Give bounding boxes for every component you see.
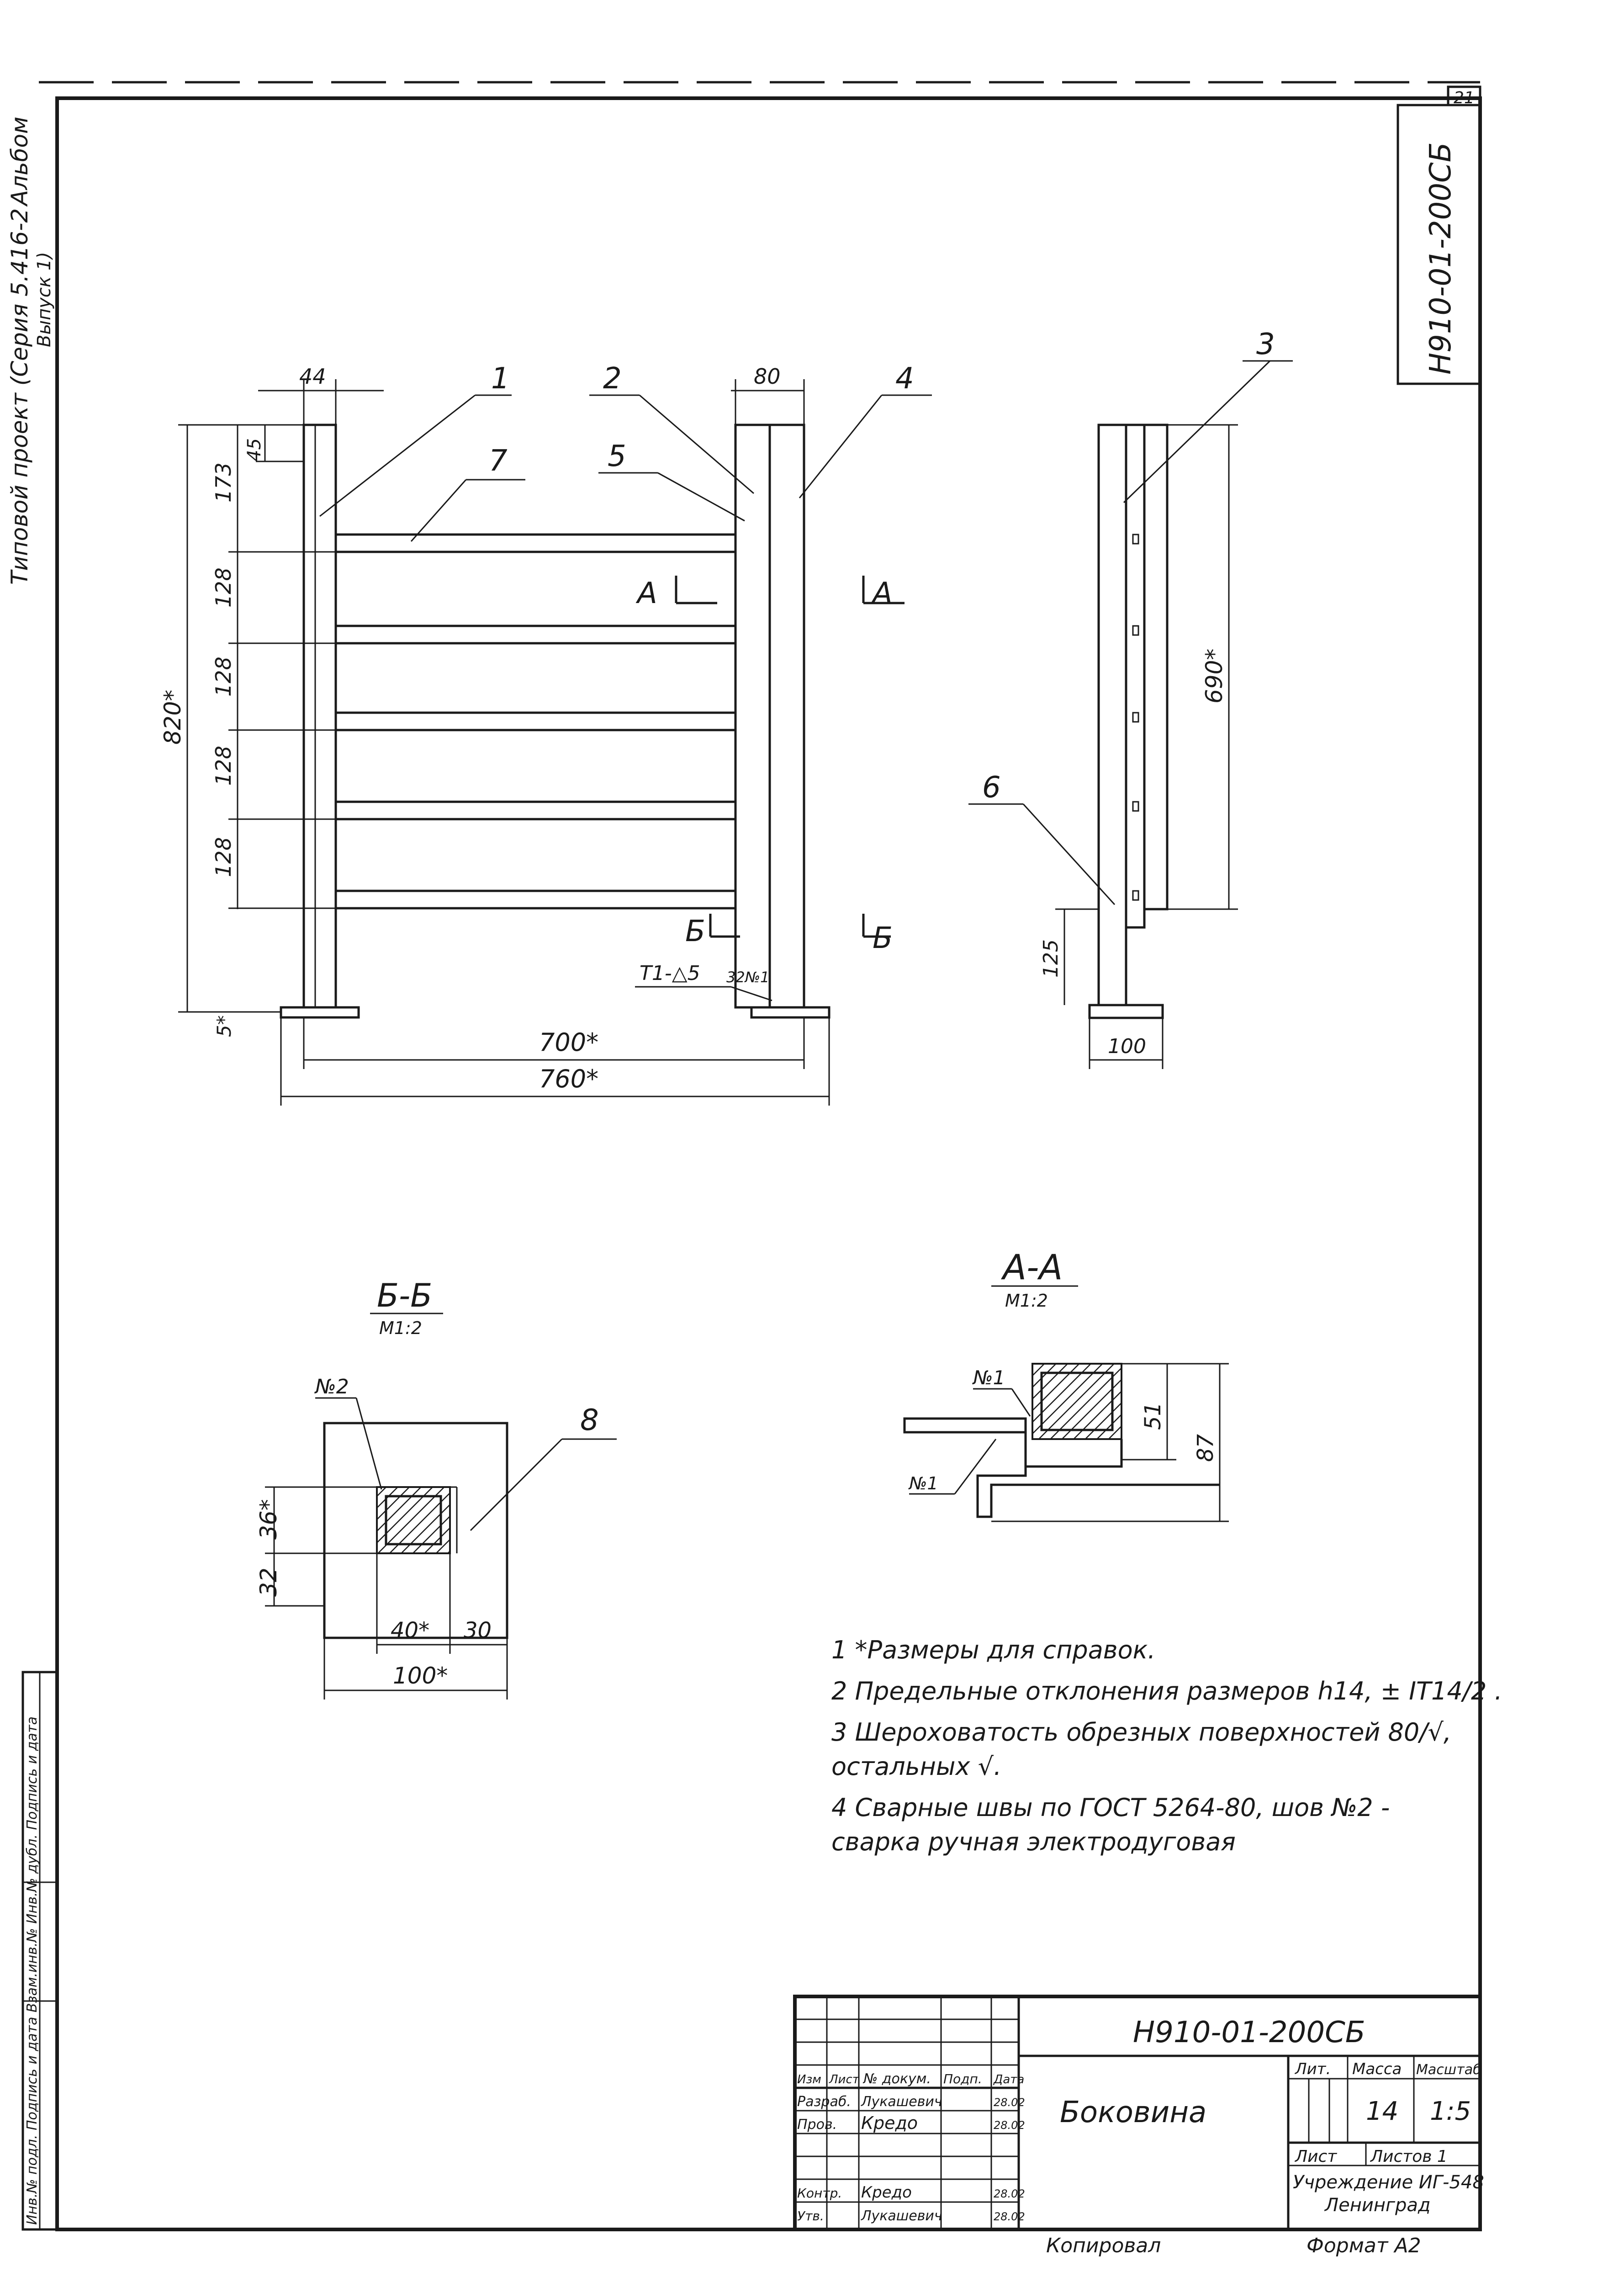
tb-row4-date: 28.02 bbox=[994, 2210, 1025, 2223]
callout-3: 3 bbox=[1256, 328, 1275, 361]
section-b-left: Б bbox=[685, 915, 705, 948]
dim-top-right-width: 80 bbox=[754, 364, 781, 389]
tb-copied: Копировал bbox=[1046, 2234, 1161, 2257]
tb-name: Боковина bbox=[1060, 2096, 1206, 2129]
section-b-right: Б bbox=[873, 921, 893, 955]
callout-5: 5 bbox=[608, 439, 626, 473]
tb-sheets-label: Листов 1 bbox=[1370, 2147, 1448, 2166]
section-bb-scale: М1:2 bbox=[379, 1318, 422, 1338]
section-bb-title: Б-Б bbox=[377, 1277, 432, 1314]
tb-sheet-label: Лист bbox=[1294, 2147, 1337, 2166]
notes: 1 *Размеры для справок. 2 Предельные отк… bbox=[831, 1636, 1502, 1856]
section-bb-h2: 32 bbox=[255, 1567, 282, 1597]
callout-8: 8 bbox=[580, 1403, 599, 1437]
tb-row2-name: Кредо bbox=[861, 2113, 918, 2133]
tb-designation: Н910-01-200СБ bbox=[1133, 2016, 1365, 2049]
dim-side-height: 690* bbox=[1201, 649, 1227, 704]
tb-row1-name: Лукашевич bbox=[861, 2094, 942, 2110]
note-4-cont: сварка ручная электродуговая bbox=[831, 1827, 1236, 1856]
tb-hdr-date: Дата bbox=[993, 2073, 1024, 2086]
tb-row2-date: 28.02 bbox=[994, 2119, 1025, 2132]
dim-pitch-1: 128 bbox=[211, 567, 236, 608]
note-1: 1 *Размеры для справок. bbox=[831, 1636, 1155, 1664]
tb-hdr-list: Лист bbox=[829, 2073, 860, 2086]
front-view: 173 128 128 128 128 45 820* 5* 44 80 700… bbox=[159, 362, 932, 1106]
callout-4: 4 bbox=[895, 362, 914, 396]
sheet-frame: 2 1 Н910-01-200СБ bbox=[39, 81, 1482, 2231]
section-bb-w1: 40* bbox=[391, 1618, 429, 1643]
tb-format: Формат А2 bbox=[1307, 2234, 1421, 2257]
dim-pitch-3: 128 bbox=[211, 746, 236, 786]
side-view: 690* 125 100 3 6 bbox=[968, 328, 1293, 1069]
tb-col-scale: Масштаб bbox=[1416, 2062, 1481, 2078]
weld-seam: 32№1 bbox=[726, 969, 769, 986]
section-bb-h1: 36* bbox=[255, 1499, 282, 1540]
tb-row3-name: Кредо bbox=[861, 2183, 912, 2202]
tb-hdr-sign: Подп. bbox=[943, 2071, 982, 2086]
section-a-right: А bbox=[871, 577, 893, 610]
section-bb: Б-Б М1:2 №2 8 36* 32 40* 30 100* bbox=[255, 1277, 617, 1700]
callout-2: 2 bbox=[603, 362, 622, 396]
tb-row3-role: Контр. bbox=[797, 2186, 842, 2201]
dim-foot-height: 125 bbox=[1039, 939, 1063, 978]
dim-pitch-2: 128 bbox=[211, 657, 236, 697]
tb-col-lit: Лит. bbox=[1294, 2060, 1331, 2078]
side-note-line2: Выпуск 1) bbox=[34, 252, 55, 347]
note-4: 4 Сварные швы по ГОСТ 5264-80, шов №2 - bbox=[831, 1793, 1390, 1822]
section-aa-h2: 87 bbox=[1193, 1434, 1218, 1462]
tb-row2-role: Пров. bbox=[797, 2117, 837, 2133]
callout-7: 7 bbox=[489, 444, 508, 478]
tb-org-line1: Учреждение ИГ-548 bbox=[1293, 2172, 1484, 2193]
dim-outer-width: 760* bbox=[539, 1064, 598, 1093]
side-note-line1: Типовой проект (Серия 5.416-2 bbox=[6, 208, 33, 585]
callout-6: 6 bbox=[982, 771, 1001, 805]
designation-vertical: Н910-01-200СБ bbox=[1424, 142, 1458, 375]
section-a-left: А bbox=[635, 577, 657, 610]
dim-top-left-width: 44 bbox=[299, 364, 326, 389]
callout-1: 1 bbox=[491, 362, 510, 396]
tb-hdr-izm: Изм bbox=[797, 2073, 821, 2086]
section-bb-weld: №2 bbox=[314, 1375, 349, 1398]
dim-pitch-4: 128 bbox=[211, 837, 236, 877]
left-strip: Инв.№ подл. Подпись и дата Взам.инв.№ Ин… bbox=[21, 1671, 58, 2231]
dim-foot-width: 100 bbox=[1108, 1035, 1146, 1058]
note-3-cont: остальных √. bbox=[831, 1752, 1001, 1781]
section-aa-title: А-А bbox=[1000, 1247, 1063, 1287]
note-2: 2 Предельные отклонения размеров h14, ± … bbox=[831, 1677, 1502, 1705]
tb-row3-date: 28.02 bbox=[994, 2187, 1025, 2200]
tb-row1-role: Разраб. bbox=[797, 2094, 851, 2110]
tb-row4-name: Лукашевич bbox=[861, 2208, 942, 2224]
dim-top-small: 45 bbox=[244, 438, 265, 461]
section-bb-w2: 30 bbox=[464, 1618, 492, 1643]
section-aa-h1: 51 bbox=[1140, 1402, 1166, 1430]
side-note-line3: Альбом bbox=[6, 116, 33, 207]
tb-hdr-doc: № докум. bbox=[862, 2071, 931, 2087]
tb-row4-role: Утв. bbox=[797, 2208, 824, 2224]
tb-row1-date: 28.02 bbox=[994, 2096, 1025, 2109]
section-bb-w-total: 100* bbox=[393, 1663, 448, 1689]
section-aa: А-А М1:2 №1 №1 51 87 bbox=[903, 1247, 1229, 1522]
tb-mass: 14 bbox=[1366, 2097, 1398, 2126]
title-block: Изм Лист № докум. Подп. Дата Разраб. Лук… bbox=[793, 1995, 1484, 2257]
section-aa-weld-top: №1 bbox=[972, 1366, 1005, 1389]
tb-org-line2: Ленинград bbox=[1324, 2195, 1431, 2216]
side-note: Типовой проект (Серия 5.416-2 Выпуск 1) … bbox=[6, 116, 55, 585]
section-aa-weld-bottom: №1 bbox=[908, 1473, 938, 1493]
note-3: 3 Шероховатость обрезных поверхностей 80… bbox=[831, 1718, 1451, 1747]
left-strip-text: Инв.№ подл. Подпись и дата Взам.инв.№ Ин… bbox=[24, 1716, 40, 2225]
dim-top-height: 173 bbox=[211, 462, 236, 503]
tb-scale: 1:5 bbox=[1430, 2097, 1471, 2126]
dim-overall-height: 820* bbox=[159, 690, 186, 745]
dim-base-gap: 5* bbox=[213, 1015, 235, 1037]
dim-inner-width: 700* bbox=[539, 1028, 598, 1057]
weld-label: Т1-△5 bbox=[640, 962, 700, 985]
tb-col-mass: Масса bbox=[1352, 2060, 1402, 2078]
section-aa-scale: М1:2 bbox=[1005, 1291, 1048, 1311]
